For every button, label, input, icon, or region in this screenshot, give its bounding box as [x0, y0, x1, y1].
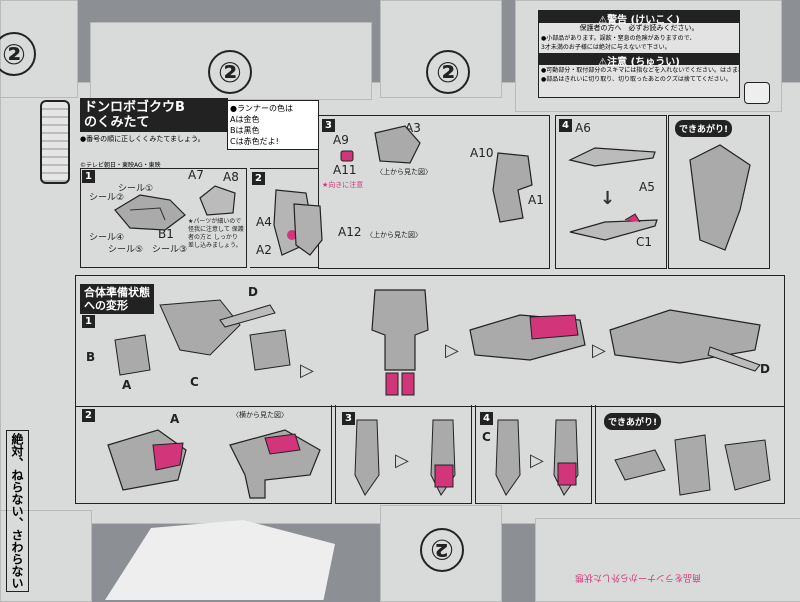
caution-line: ●可動部分・取付部分のスキマには指などを入れないでください。はさまれてケガをする…: [539, 65, 739, 74]
product-title: ドンロボゴクウB のくみたて: [80, 98, 228, 132]
warning-line: ●小部品があります。誤飲・窒息の危険がありますので、: [539, 33, 739, 42]
right-arrow-icon: ▷: [300, 360, 314, 381]
pink-joint-icon: [340, 150, 354, 162]
bottom-step-2-number: 2: [82, 409, 95, 422]
right-arrow-icon: ▷: [445, 340, 459, 361]
assembled-arm-drawing: [488, 150, 538, 225]
parts-note: ★パーツが細いので 怪我に注意して 保護者の方と しっかり 差し込みましょう。: [188, 218, 244, 250]
part-a7-label: A7: [188, 168, 204, 182]
runner-note-c: Cは赤色だよ!: [230, 136, 316, 147]
side-view-drawing: [225, 420, 325, 500]
part-a5-label: A5: [639, 180, 655, 194]
part-a11-label: A11: [333, 163, 356, 177]
flap-number-center-right: ②: [426, 50, 470, 94]
seal-3-label: シール③: [152, 242, 187, 255]
runner-note-a: Aは金色: [230, 114, 316, 125]
exploded-robot-drawing: [100, 295, 300, 395]
step-2-number: 2: [252, 172, 265, 185]
completed-part-drawing: [680, 140, 760, 260]
down-arrow-icon: ↓: [600, 188, 615, 209]
warning-subtitle: 保護者の方へ 必ずお読みください。: [539, 23, 739, 33]
bottom-flap-right: [535, 518, 800, 602]
title-line-2: のくみたて: [84, 115, 224, 130]
flap-number-bottom: ②: [420, 528, 464, 572]
torso-part-drawing: [110, 190, 190, 235]
done-badge-bottom: できあがり!: [604, 413, 661, 430]
final-beast-drawing: [600, 295, 770, 375]
flap-number-center-left: ②: [208, 50, 252, 94]
series-logo: [40, 100, 70, 184]
part-a6-label: A6: [575, 121, 591, 135]
title-line-1: ドンロボゴクウB: [84, 100, 224, 115]
transform-label-b: B: [86, 350, 95, 364]
warning-line: 3才未満のお子様には絶対に与えないで下さい。: [539, 42, 739, 51]
safety-mascot-icon: [744, 82, 770, 104]
step-4-number: 4: [559, 119, 572, 132]
transform-step-1-number: 1: [82, 315, 95, 328]
title-note: ●番号の順に正しくくみたてましょう。: [80, 134, 225, 144]
top-view-label: 〈上から見た図〉: [376, 167, 432, 177]
shoulder-part-drawing: [370, 123, 425, 168]
caution-line: ●部品はきれいに切り取り、切り取ったあとのクズは捨ててください。: [539, 74, 739, 83]
right-arrow-icon: ▷: [530, 450, 544, 471]
seal-5-label: シール⑤: [108, 242, 143, 255]
right-arrow-icon: ▷: [592, 340, 606, 361]
caution-title: ⚠注意 (ちゅうい): [539, 53, 739, 65]
part-a8-label: A8: [223, 170, 239, 184]
horizontal-beast-drawing: [460, 295, 590, 385]
side-caution-text: 絶対、ねらない、さわらない: [6, 430, 29, 592]
right-arrow-icon: ▷: [395, 450, 409, 471]
runner-note-head: ●ランナーの色は: [230, 103, 316, 114]
part-a9-label: A9: [333, 133, 349, 147]
drill-assembled-drawing: [565, 210, 660, 245]
warning-block: ⚠警告 (けいこく) 保護者の方へ 必ずお読みください。 ●小部品があります。誤…: [538, 10, 740, 98]
top-view-label-2: 〈上から見た図〉: [366, 230, 422, 240]
leg-part-drawing: [288, 200, 328, 260]
leg-transform-drawing: [98, 415, 193, 497]
step-1-number: 1: [82, 170, 95, 183]
part-a12-label: A12: [338, 225, 361, 239]
done-badge-top: できあがり!: [675, 120, 732, 137]
runner-note: ●ランナーの色は Aは金色 Bは黒色 Cは赤色だよ!: [227, 100, 319, 150]
final-parts-drawing: [605, 430, 775, 500]
step-3-number: 3: [322, 119, 335, 132]
head-part-drawing: [195, 183, 240, 218]
warning-title: ⚠警告 (けいこく): [539, 11, 739, 23]
runner-note-b: Bは黒色: [230, 125, 316, 136]
orientation-note: ★向きに注意: [322, 180, 363, 190]
side-view-label: 〈横から見た図〉: [232, 410, 288, 420]
white-paper-scrap: [105, 520, 335, 600]
title-block: ドンロボゴクウB のくみたて ●番号の順に正しくくみたてましょう。: [80, 98, 225, 156]
upright-robot-drawing: [360, 285, 440, 405]
bottom-flipped-text: 商品をランナーから外した状態: [575, 572, 701, 585]
drill-part-drawing: [565, 140, 660, 175]
